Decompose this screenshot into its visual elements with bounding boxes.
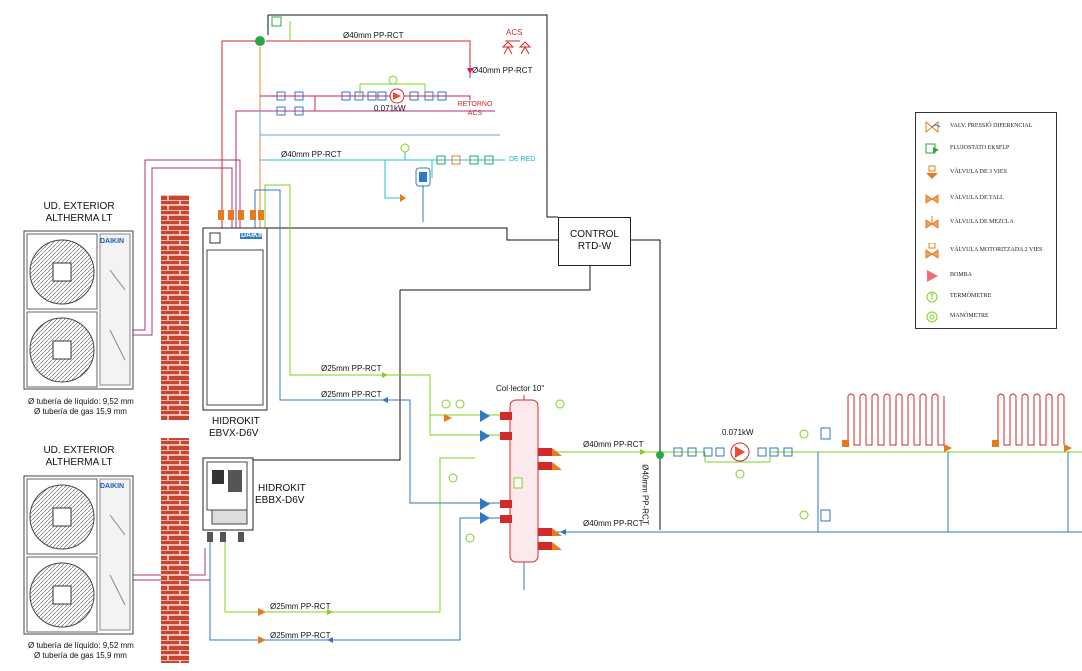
- hidrokit-1: [202, 210, 268, 411]
- hidrokit-2-title: HIDROKIT: [258, 483, 306, 494]
- vertical-40-label: Ø40mm PP-RCT: [640, 464, 650, 525]
- line-valves: [258, 194, 452, 644]
- hidrokit-2-model: EBBX-D6V: [255, 495, 305, 506]
- hidrokit-2: [202, 457, 254, 542]
- dhw-recirculation-components: [255, 16, 447, 116]
- flow-switch-icon: [925, 143, 939, 154]
- legend-label: VÀLVULA DE 3 VIES: [950, 169, 1007, 175]
- return-25-label: Ø25mm PP-RCT: [321, 390, 382, 399]
- legend-item: BOMBA: [916, 268, 1056, 286]
- outdoor-unit-1-model: ALTHERMA LT: [45, 213, 113, 224]
- legend-box: VALV. PRESSIÓ DIFERENCIAL FLUJOSTATO EKS…: [915, 112, 1057, 329]
- motorized-valve-icon: [925, 243, 939, 259]
- retorno-label: RETORNO: [457, 101, 493, 108]
- differential-pressure-valve-icon: [925, 120, 940, 134]
- brick-wall-lower: [161, 438, 189, 663]
- network-components: [400, 143, 494, 222]
- retorno-acs-label: ACS: [467, 110, 483, 117]
- return-lines: [209, 189, 1082, 641]
- collector-manifold: [441, 395, 565, 590]
- hidrokit-1-model: EBVX-D6V: [209, 428, 259, 439]
- arrow-icon: [467, 68, 473, 74]
- legend-label: VÀLVULA DE MEZCLA: [950, 219, 1014, 225]
- legend-item: VÀLVULA DE MEZCLA: [916, 215, 1056, 233]
- acs-label: ACS: [506, 28, 523, 37]
- supply-arrows: [327, 372, 646, 643]
- control-title: CONTROL: [570, 229, 619, 240]
- legend-label: TERMÒMETRE: [950, 293, 992, 299]
- legend-label: VÀLVULA MOTORITZADA 2 VIES: [950, 247, 1043, 253]
- loop-valves: [842, 440, 1072, 452]
- brick-wall-upper: [161, 195, 189, 420]
- daikin-logo: DAIKIN: [241, 232, 266, 239]
- radiant-loops: [847, 393, 1065, 446]
- dhw-circuit: [221, 21, 520, 230]
- legend-item: VÀLVULA DE TALL: [916, 191, 1056, 209]
- legend-item: VÀLVULA DE 3 VIES: [916, 165, 1056, 183]
- control-model: RTD-W: [577, 241, 612, 252]
- outdoor-unit-2-liquid-pipe: Ø tubería de líquido: 9,52 mm: [28, 641, 134, 650]
- control-unit: CONTROL RTD-W: [558, 217, 631, 266]
- pump-icon: [927, 270, 938, 282]
- supply-40-label: Ø40mm PP-RCT: [583, 440, 644, 449]
- manometer-icon: [926, 311, 938, 323]
- control-wiring: [240, 14, 661, 530]
- legend-label: MANÒMETRE: [950, 313, 989, 319]
- legend-label: VALV. PRESSIÓ DIFERENCIAL: [950, 123, 1033, 129]
- outdoor-unit-1: [23, 230, 134, 390]
- legend-item: VÀLVULA MOTORITZADA 2 VIES: [916, 243, 1056, 261]
- supply-25-lower-label: Ø25mm PP-RCT: [270, 602, 331, 611]
- network-supply: [260, 150, 505, 199]
- outdoor-unit-2: [23, 475, 134, 635]
- daikin-logo: DAIKIN: [100, 238, 125, 245]
- outdoor-unit-1-liquid-pipe: Ø tubería de líquido: 9,52 mm: [28, 397, 134, 406]
- outdoor-unit-1-title: UD. EXTERIOR: [43, 201, 115, 212]
- outdoor-unit-1-gas-pipe: Ø tubería de gas 15,9 mm: [34, 407, 127, 416]
- supply-25-label: Ø25mm PP-RCT: [321, 364, 382, 373]
- legend-item: MANÒMETRE: [916, 309, 1056, 327]
- shower-icon: [501, 41, 532, 55]
- hidrokit-1-title: HIDROKIT: [212, 416, 260, 427]
- three-way-valve-icon: [926, 165, 938, 179]
- legend-label: BOMBA: [950, 272, 973, 278]
- return-25-lower-label: Ø25mm PP-RCT: [270, 631, 331, 640]
- acs-supply-pipe-label: Ø40mm PP-RCT: [343, 31, 404, 40]
- return-40-label: Ø40mm PP-RCT: [583, 519, 644, 528]
- network-pipe-label: Ø40mm PP-RCT: [281, 150, 342, 159]
- circuit-pump-group: [656, 427, 831, 522]
- supply-lines: [224, 184, 1082, 613]
- outdoor-unit-2-title: UD. EXTERIOR: [43, 445, 115, 456]
- outdoor-unit-2-gas-pipe: Ø tubería de gas 15,9 mm: [34, 651, 127, 660]
- shutoff-valve-icon: [925, 194, 939, 204]
- thermometer-icon: [926, 291, 938, 303]
- circuit-pump-power: 0.071kW: [722, 428, 754, 437]
- legend-label: FLUJOSTATO EKSFLP: [950, 145, 1010, 151]
- de-red-label: DE RED: [509, 156, 536, 163]
- mixing-valve-icon: [925, 216, 939, 229]
- legend-item: VALV. PRESSIÓ DIFERENCIAL: [916, 119, 1056, 137]
- dhw-pump-power: 0.071kW: [374, 104, 406, 113]
- collector-label: Col·lector 10": [496, 384, 545, 393]
- acs-down-pipe-label: Ø40mm PP-RCT: [472, 66, 533, 75]
- legend-item: FLUJOSTATO EKSFLP: [916, 141, 1056, 159]
- legend-label: VÀLVULA DE TALL: [950, 195, 1004, 201]
- legend-item: TERMÒMETRE: [916, 289, 1056, 307]
- outdoor-unit-2-model: ALTHERMA LT: [45, 457, 113, 468]
- daikin-logo: DAIKIN: [100, 483, 125, 490]
